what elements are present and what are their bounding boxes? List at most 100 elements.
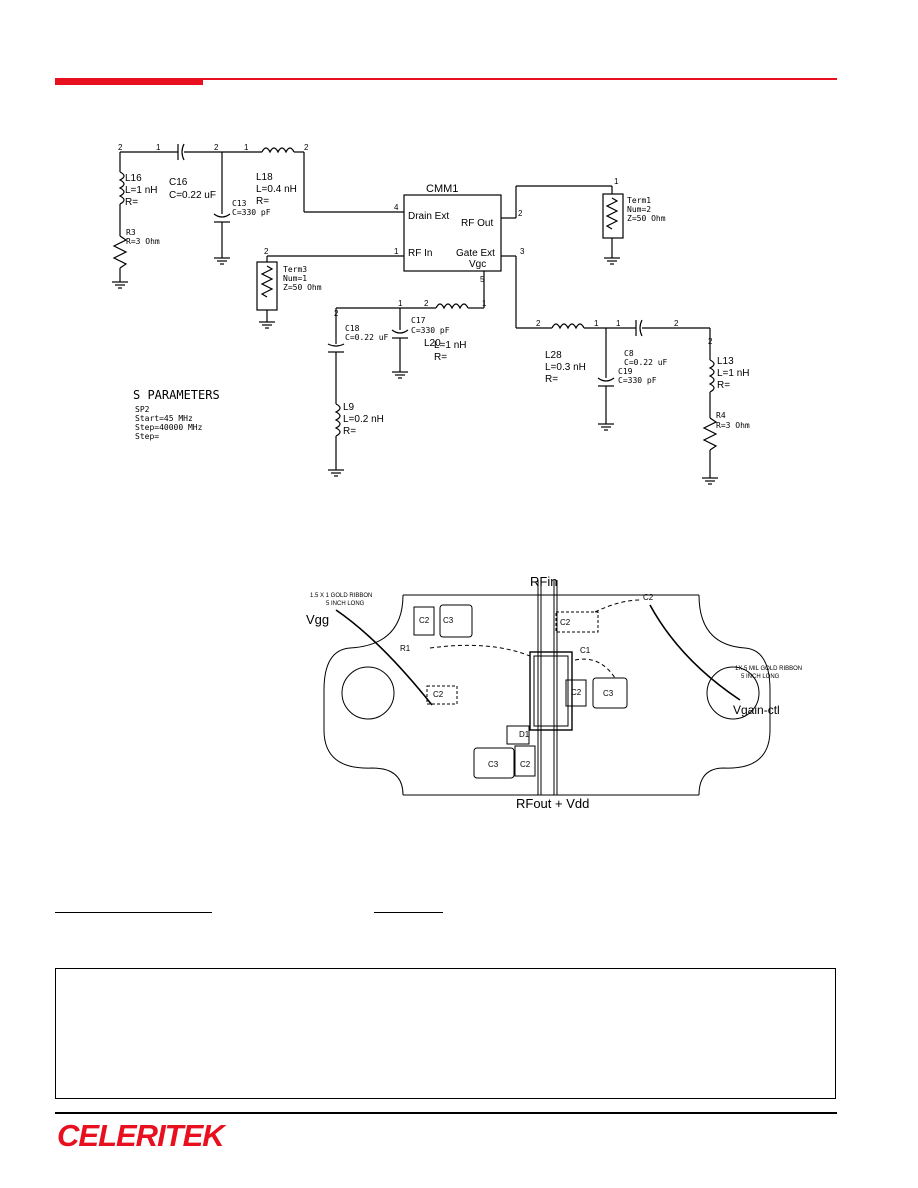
l20-name: L20 (424, 338, 441, 349)
pin-num: 2 (708, 337, 713, 346)
l20-l: L=1 nH (434, 340, 467, 351)
pin-num: 1 (614, 177, 619, 186)
port-rf-in: RF In (408, 248, 432, 259)
l16-r: R= (125, 197, 138, 208)
l16-l: L=1 nH (125, 185, 158, 196)
pin-num: 1 (156, 143, 161, 152)
c2-label: C2 (520, 760, 531, 769)
pin-num: 1 (482, 299, 487, 308)
l18-r: R= (256, 196, 269, 207)
l9-r: R= (343, 426, 356, 437)
pin-num: 1 (616, 319, 621, 328)
signature-line (55, 912, 212, 913)
c16-name: C16 (169, 177, 188, 188)
circuit-schematic: 2 1 2 1 2 4 1 2 3 5 1 2 2 1 1 2 2 1 1 2 … (112, 143, 750, 485)
c19-name: C19 (618, 367, 633, 376)
c1-label: C1 (580, 646, 591, 655)
c3-label: C3 (443, 616, 454, 625)
notes-box (55, 968, 836, 1099)
term1-num: Num=2 (627, 205, 651, 214)
sparams-line: Step=40000 MHz (135, 423, 203, 432)
pin-num: 2 (264, 247, 269, 256)
r4-val: R=3 Ohm (716, 421, 750, 430)
l13-l: L=1 nH (717, 368, 750, 379)
wire-note-left: 5 INCH LONG (326, 601, 365, 607)
l9-l: L=0.2 nH (343, 414, 384, 425)
l28-r: R= (545, 374, 558, 385)
wire-note-left: 1.5 X 1 GOLD RIBBON (310, 593, 372, 599)
r3-name: R3 (126, 228, 136, 237)
vgg-label: Vgg (306, 612, 329, 627)
pin-num: 2 (424, 299, 429, 308)
c18-name: C18 (345, 324, 360, 333)
c2-label: C2 (419, 616, 430, 625)
l9-name: L9 (343, 402, 355, 413)
signature-line (374, 912, 443, 913)
c13-val: C=330 pF (232, 208, 271, 217)
logo-text: CELERITEK (57, 1118, 227, 1153)
c8-name: C8 (624, 349, 634, 358)
celeritek-logo: CELERITEK (57, 1118, 228, 1153)
c16-val: C=0.22 uF (169, 190, 216, 201)
c2-label: C2 (571, 688, 582, 697)
pin-num: 3 (520, 247, 525, 256)
sparams-line: Start=45 MHz (135, 414, 193, 423)
term1-name: Term1 (627, 196, 651, 205)
header-rule (55, 78, 837, 80)
r3-val: R=3 Ohm (126, 237, 160, 246)
pin-num: 2 (674, 319, 679, 328)
pin-num: 4 (394, 203, 399, 212)
port-rf-out: RF Out (461, 218, 493, 229)
l13-r: R= (717, 380, 730, 391)
wire-note-right: 1X.5 MIL GOLD RIBBON (735, 666, 802, 672)
term3-name: Term3 (283, 265, 307, 274)
pin-num: 2 (518, 209, 523, 218)
c3-label: C3 (603, 689, 614, 698)
header-accent-bar (55, 78, 203, 85)
pin-num: 1 (244, 143, 249, 152)
footer-rule (55, 1112, 837, 1114)
d1-label: D1 (519, 730, 530, 739)
pin-num: 1 (398, 299, 403, 308)
pin-num: 2 (118, 143, 123, 152)
c2-label: C2 (643, 593, 654, 602)
term3-num: Num=1 (283, 274, 307, 283)
term3-z: Z=50 Ohm (283, 283, 322, 292)
term1-z: Z=50 Ohm (627, 214, 666, 223)
port-gate-ext: Gate Ext (456, 248, 495, 259)
c17-val: C=330 pF (411, 326, 450, 335)
l28-name: L28 (545, 350, 562, 361)
l20-r: R= (434, 352, 447, 363)
c18-val: C=0.22 uF (345, 333, 389, 342)
pin-num: 2 (304, 143, 309, 152)
l18-l: L=0.4 nH (256, 184, 297, 195)
pin-num: 5 (480, 275, 485, 284)
vgain-label: Vgain-ctl (733, 703, 780, 717)
cmm-label: CMM1 (426, 183, 458, 195)
port-vgc: Vgc (469, 259, 486, 270)
l16-name: L16 (125, 173, 142, 184)
l18-name: L18 (256, 172, 273, 183)
c2-label: C2 (433, 690, 444, 699)
pin-num: 1 (394, 247, 399, 256)
sparams-line: SP2 (135, 405, 150, 414)
rfout-label: RFout + Vdd (516, 796, 589, 811)
c17-name: C17 (411, 316, 426, 325)
c8-val: C=0.22 uF (624, 358, 668, 367)
pin-num: 2 (334, 309, 339, 318)
r1-label: R1 (400, 644, 411, 653)
port-drain-ext: Drain Ext (408, 211, 449, 222)
c2-label: C2 (560, 618, 571, 627)
sparams-line: Step= (135, 432, 159, 441)
pin-num: 1 (594, 319, 599, 328)
sparams-title: S PARAMETERS (133, 388, 220, 402)
wire-note-right: 5 INCH LONG (741, 674, 780, 680)
c3-label: C3 (488, 760, 499, 769)
c19-val: C=330 pF (618, 376, 657, 385)
rfin-label: RFin (530, 574, 557, 589)
pin-num: 2 (536, 319, 541, 328)
assembly-drawing: C3 C2 C2 C3 C2 C3 C2 C2 C2 C1 R1 D1 RFin… (306, 574, 802, 811)
l13-name: L13 (717, 356, 734, 367)
r4-name: R4 (716, 411, 726, 420)
pin-num: 2 (214, 143, 219, 152)
